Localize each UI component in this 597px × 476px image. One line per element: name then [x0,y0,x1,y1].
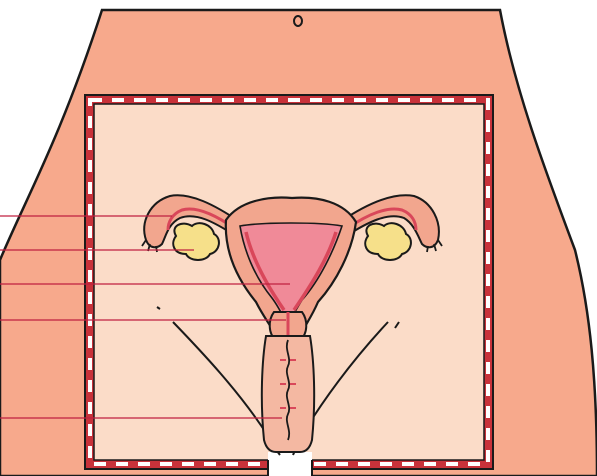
drape-bottom-gap [268,452,312,476]
